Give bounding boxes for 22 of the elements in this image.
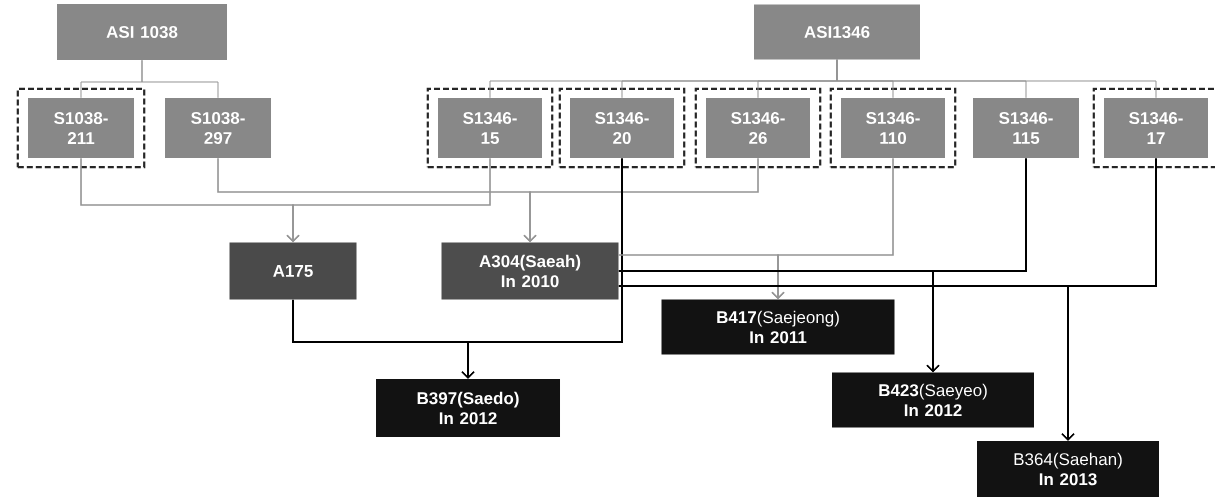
parent-box: ASI1346 — [754, 4, 920, 60]
arrow — [926, 157, 1027, 373]
connector-line — [141, 59, 219, 99]
dashed-frame — [426, 87, 554, 169]
connector-line — [836, 59, 1157, 99]
variety-box: B397(Saedo) In 2012 — [376, 379, 560, 437]
dashed-frame — [558, 87, 686, 169]
dashed-frame — [1092, 87, 1215, 169]
dashed-frame — [829, 87, 957, 169]
arrow — [286, 157, 491, 243]
variety-box: B417(Saejeong) In 2011 — [661, 299, 895, 355]
variety-box: A175 — [229, 242, 357, 300]
arrow — [461, 157, 623, 379]
variety-box: B423(Saeyeo) In 2012 — [832, 372, 1034, 428]
dashed-frame — [694, 87, 822, 169]
arrow — [771, 157, 894, 300]
arrow — [1061, 157, 1157, 441]
dashed-frame — [16, 87, 146, 169]
variety-box: A304(Saeah) In 2010 — [441, 242, 619, 300]
arrow — [523, 157, 759, 243]
variety-box: B364(Saehan) In 2013 — [977, 441, 1159, 497]
parent-box: ASI 1038 — [57, 4, 227, 60]
